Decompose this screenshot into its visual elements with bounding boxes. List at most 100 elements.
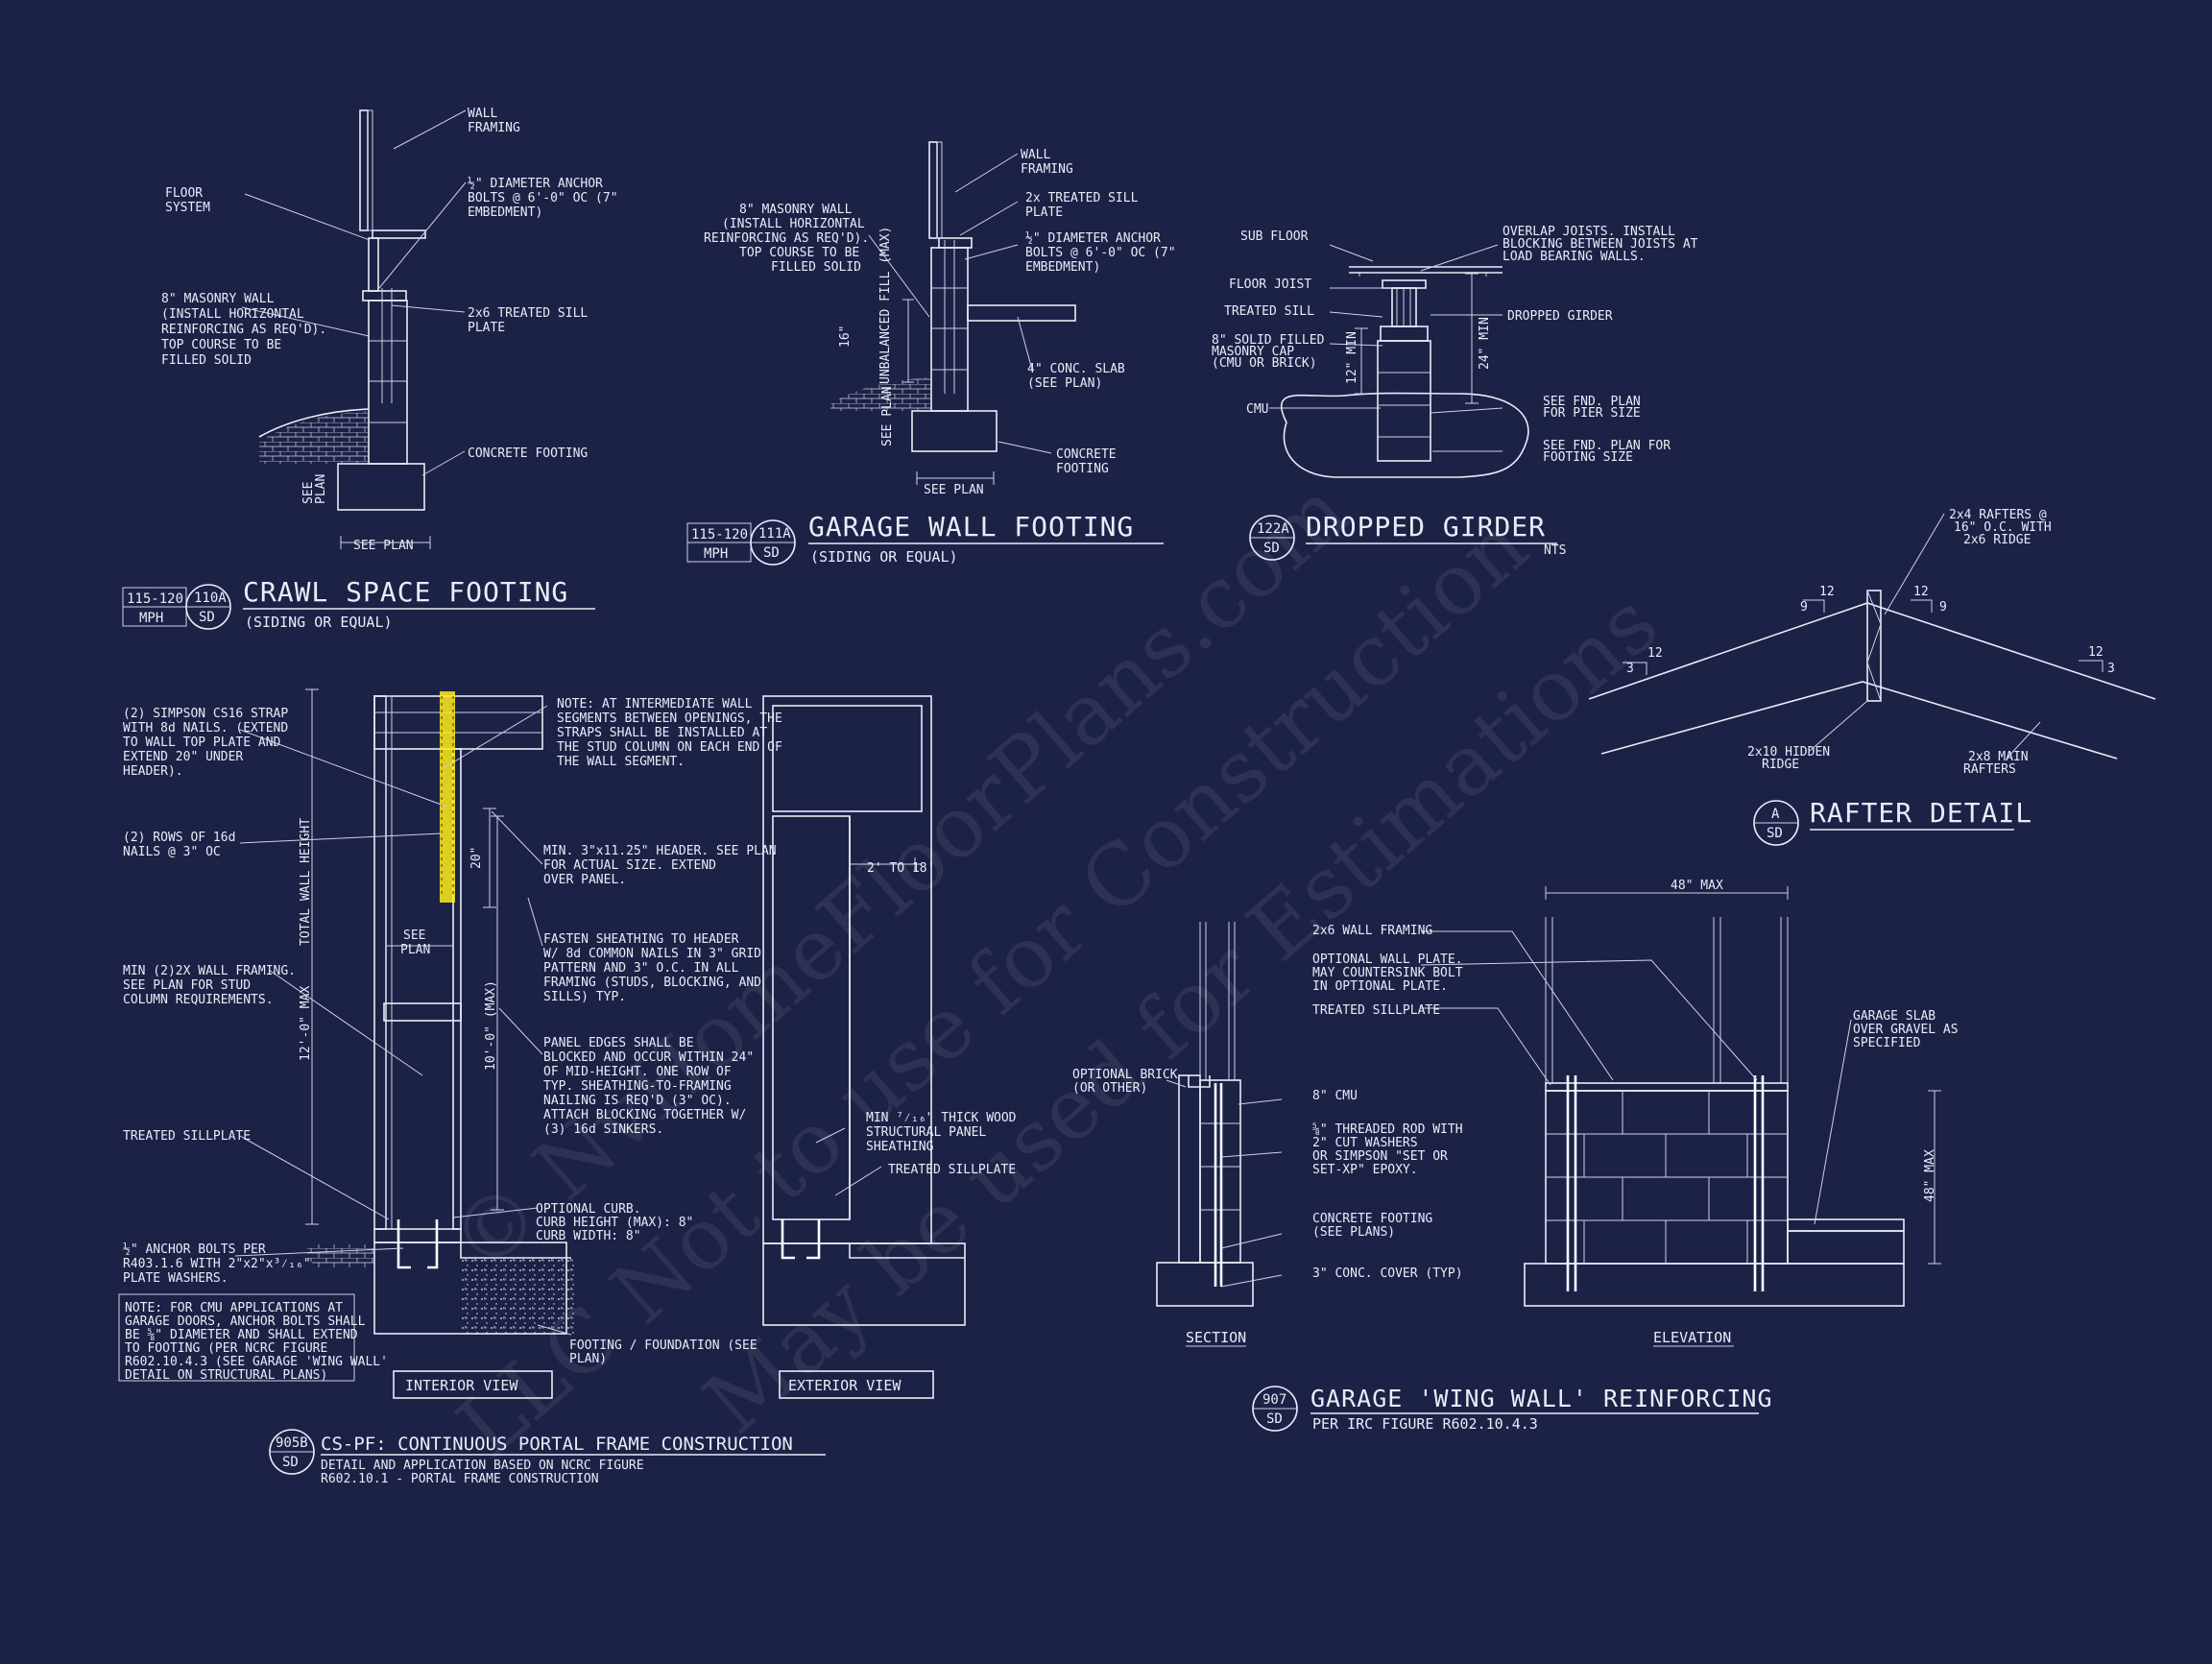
- girder-label-0: SUB FLOOR: [1240, 229, 1309, 244]
- portal-exterior-view: EXTERIOR VIEW: [788, 1377, 902, 1394]
- crawl-label-11: FILLED SOLID: [161, 353, 252, 368]
- crawl-space-footing-detail: WALL FRAMING FLOOR SYSTEM ½" DIAMETER AN…: [122, 107, 618, 631]
- girder-label-8: BLOCKING BETWEEN JOISTS AT: [1503, 237, 1698, 252]
- rafter-label-5: 2x8 MAIN: [1968, 750, 2029, 764]
- portal-label-4: HEADER).: [123, 764, 183, 779]
- girder-label-9: LOAD BEARING WALLS.: [1503, 250, 1646, 264]
- garage-label-4: ½" DIAMETER ANCHOR: [1025, 231, 1161, 246]
- garage-label-16: SEE PLAN: [924, 483, 984, 497]
- portal-label-14: NOTE: AT INTERMEDIATE WALL: [557, 697, 753, 711]
- rafter-detail: 12 9 12 9 12 3 12 3 2x4 RAFTERS @ 16" O.…: [1588, 508, 2156, 846]
- wing-label-8: SPECIFIED: [1853, 1036, 1921, 1050]
- rafter-slope-6: 12: [2088, 645, 2104, 660]
- wing-label-0: 48" MAX: [1671, 879, 1723, 893]
- portal-note-0: NOTE: FOR CMU APPLICATIONS AT: [125, 1301, 343, 1315]
- garage-label-13: (SEE PLAN): [1027, 376, 1102, 391]
- portal-note-2: BE ⅝" DIAMETER AND SHALL EXTEND: [125, 1328, 358, 1342]
- girder-label-1: FLOOR JOIST: [1229, 277, 1311, 292]
- wing-label-11: 8" CMU: [1312, 1089, 1358, 1103]
- portal-label-25: FRAMING (STUDS, BLOCKING, AND: [543, 976, 761, 990]
- dropped-girder-detail: SUB FLOOR FLOOR JOIST TREATED SILL 8" SO…: [1212, 225, 1698, 561]
- wing-label-4: IN OPTIONAL PLATE.: [1312, 979, 1448, 994]
- garage-label-9: REINFORCING AS REQ'D).: [704, 231, 869, 246]
- portal-label-44: 20": [469, 847, 484, 869]
- portal-bubble-bottom: SD: [282, 1455, 299, 1470]
- portal-label-47: 12'-0" MAX: [299, 986, 313, 1061]
- portal-label-20: FOR ACTUAL SIZE. EXTEND: [543, 858, 716, 873]
- wing-bubble-bottom: SD: [1266, 1411, 1283, 1427]
- crawl-label-7: 8" MASONRY WALL: [161, 292, 275, 306]
- portal-label-1: WITH 8d NAILS. (EXTEND: [123, 721, 288, 736]
- girder-label-2: TREATED SILL: [1224, 304, 1314, 319]
- crawl-label-16: PLAN: [314, 474, 328, 504]
- garage-tag-bottom: MPH: [704, 546, 728, 562]
- wing-label-13: 2" CUT WASHERS: [1312, 1136, 1418, 1150]
- wing-label-7: OVER GRAVEL AS: [1853, 1023, 1959, 1037]
- portal-note-5: DETAIL ON STRUCTURAL PLANS): [125, 1368, 327, 1383]
- crawl-label-0: WALL: [468, 107, 497, 121]
- garage-label-17: 16": [838, 326, 853, 348]
- girder-label-11: 24" MIN: [1478, 317, 1492, 370]
- portal-label-38: OPTIONAL CURB.: [536, 1202, 641, 1217]
- girder-label-3: 8" SOLID FILLED: [1212, 333, 1325, 348]
- rafter-title: RAFTER DETAIL: [1810, 797, 2032, 829]
- girder-title: DROPPED GIRDER: [1306, 511, 1546, 543]
- wing-label-17: (SEE PLANS): [1312, 1225, 1395, 1240]
- wing-title: GARAGE 'WING WALL' REINFORCING: [1310, 1385, 1773, 1412]
- portal-label-7: MIN (2)2X WALL FRAMING.: [123, 964, 296, 978]
- crawl-label-1: FRAMING: [468, 121, 520, 135]
- girder-label-15: SEE FND. PLAN FOR: [1543, 439, 1671, 453]
- portal-label-22: FASTEN SHEATHING TO HEADER: [543, 932, 739, 947]
- wing-bubble-top: 907: [1262, 1392, 1286, 1408]
- rafter-slope-7: 3: [2107, 662, 2115, 676]
- rafter-label-4: RIDGE: [1762, 758, 1799, 772]
- crawl-label-3: SYSTEM: [165, 201, 210, 215]
- portal-label-45: SEE: [403, 928, 425, 943]
- wing-label-12: ⅝" THREADED ROD WITH: [1312, 1122, 1463, 1137]
- rafter-slope-0: 12: [1647, 646, 1663, 661]
- rafter-slope-2: 12: [1819, 585, 1835, 599]
- rafter-label-0: 2x4 RAFTERS @: [1949, 508, 2047, 522]
- portal-label-24: PATTERN AND 3" O.C. IN ALL: [543, 961, 739, 976]
- rafter-bubble-top: A: [1771, 807, 1780, 822]
- garage-label-1: FRAMING: [1021, 162, 1073, 177]
- portal-label-30: TYP. SHEATHING-TO-FRAMING: [543, 1079, 732, 1094]
- crawl-subtitle: (SIDING OR EQUAL): [245, 614, 393, 631]
- crawl-tag-top: 115-120: [127, 591, 183, 607]
- garage-label-15: FOOTING: [1056, 462, 1109, 476]
- girder-label-12: 12" MIN: [1345, 331, 1359, 384]
- wing-label-3: MAY COUNTERSINK BOLT: [1312, 966, 1463, 980]
- garage-label-6: EMBEDMENT): [1025, 260, 1100, 275]
- portal-label-17: THE STUD COLUMN ON EACH END OF: [557, 740, 782, 755]
- rafter-slope-1: 9: [1800, 600, 1808, 615]
- portal-label-39: CURB HEIGHT (MAX): 8": [536, 1216, 693, 1230]
- portal-label-49: 10'-0" (MAX): [484, 980, 498, 1071]
- portal-label-46: PLAN: [400, 943, 430, 957]
- crawl-tag-bottom: MPH: [139, 611, 163, 626]
- garage-subtitle: (SIDING OR EQUAL): [810, 548, 958, 566]
- girder-subtitle: NTS: [1544, 543, 1566, 558]
- wing-wall-detail: 48" MAX 2x6 WALL FRAMING OPTIONAL WALL P…: [1072, 879, 1959, 1433]
- garage-title: GARAGE WALL FOOTING: [808, 511, 1134, 543]
- crawl-label-8: (INSTALL HORIZONTAL: [161, 307, 304, 322]
- portal-subtitle-2: R602.10.1 - PORTAL FRAME CONSTRUCTION: [321, 1472, 599, 1486]
- wing-label-16: CONCRETE FOOTING: [1312, 1212, 1432, 1226]
- portal-label-18: THE WALL SEGMENT.: [557, 755, 685, 769]
- wing-label-1: 2x6 WALL FRAMING: [1312, 924, 1432, 938]
- crawl-label-14: CONCRETE FOOTING: [468, 446, 588, 461]
- portal-bubble-top: 905B: [276, 1435, 308, 1451]
- girder-label-6: CMU: [1246, 402, 1268, 417]
- portal-label-10: TREATED SILLPLATE: [123, 1129, 251, 1144]
- girder-label-16: FOOTING SIZE: [1543, 450, 1633, 465]
- garage-label-19: SEE PLAN: [880, 386, 895, 446]
- wing-label-10: (OR OTHER): [1072, 1081, 1147, 1096]
- rafter-slope-3: 9: [1939, 600, 1947, 615]
- portal-label-48: TOTAL WALL HEIGHT: [299, 818, 313, 946]
- crawl-title: CRAWL SPACE FOOTING: [243, 576, 568, 608]
- portal-note-4: R602.10.4.3 (SEE GARAGE 'WING WALL': [125, 1355, 388, 1369]
- rafter-label-1: 16" O.C. WITH: [1954, 520, 2052, 535]
- garage-label-8: (INSTALL HORIZONTAL: [722, 217, 865, 231]
- portal-label-28: BLOCKED AND OCCUR WITHIN 24": [543, 1050, 754, 1065]
- crawl-label-2: FLOOR: [165, 186, 203, 201]
